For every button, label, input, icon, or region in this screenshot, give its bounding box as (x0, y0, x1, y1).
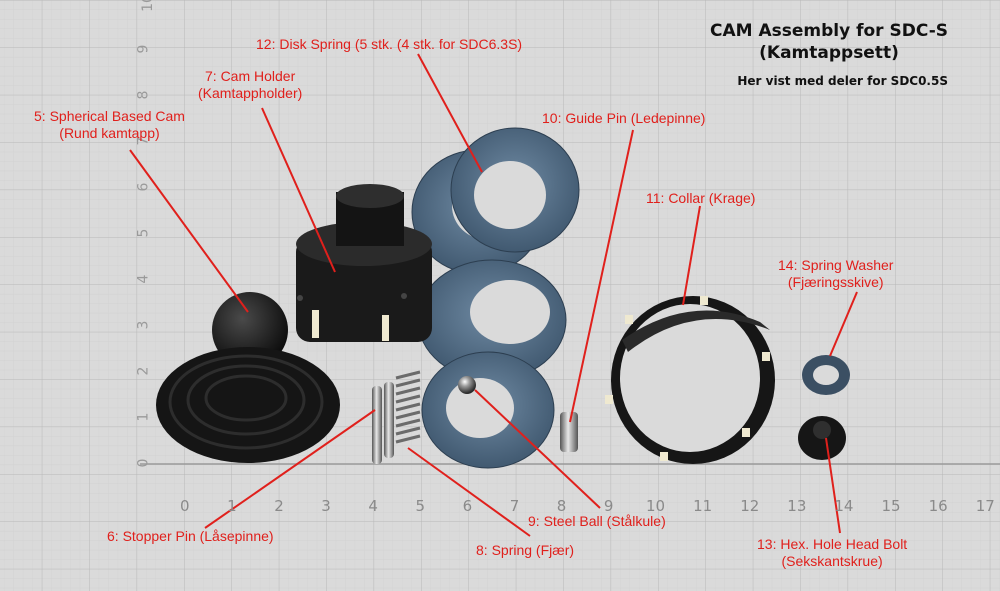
label-text: 8: Spring (Fjær) (476, 542, 575, 558)
ruler-tick-v: 4 (135, 274, 152, 284)
ruler-tick-h: 5 (415, 497, 426, 515)
label-spring-washer: 14: Spring Washer (Fjæringsskive) (778, 257, 893, 291)
label-guide-pin: 10: Guide Pin (Ledepinne) (542, 110, 705, 127)
collar-ring (605, 296, 775, 464)
label-collar: 11: Collar (Krage) (646, 190, 755, 207)
ruler-tick-h: 15 (881, 497, 901, 515)
ruler-tick-h: 6 (462, 497, 473, 515)
ruler-tick-v: 5 (135, 228, 152, 238)
label-text: (Sekskantskrue) (781, 553, 883, 569)
ruler-tick-h: 11 (693, 497, 713, 515)
label-text: 11: Collar (Krage) (646, 190, 756, 206)
ruler-tick-h: 1 (227, 497, 237, 515)
ruler-tick-v: 3 (135, 320, 152, 330)
label-stopper-pin: 6: Stopper Pin (Låsepinne) (107, 528, 274, 545)
title-line-1: CAM Assembly for SDC-S (710, 21, 948, 41)
ruler-tick-v: 6 (135, 182, 152, 192)
label-cam-holder: 7: Cam Holder (Kamtappholder) (198, 68, 302, 102)
label-spring: 8: Spring (Fjær) (476, 542, 574, 559)
ruler-tick-h: 2 (274, 497, 284, 515)
ruler-tick-h: 9 (603, 497, 614, 515)
leader-lines (129, 53, 858, 537)
ruler-tick-h: 0 (180, 497, 190, 515)
disk-spring-stack (411, 127, 580, 469)
ruler-tick-h: 8 (556, 497, 567, 515)
title-block: CAM Assembly for SDC-S (Kamtappsett) Her… (710, 20, 948, 88)
title-line-2: (Kamtappsett) (759, 43, 899, 63)
ruler-tick-v: 8 (135, 90, 152, 100)
guide-pin (560, 412, 578, 452)
label-text: (Fjæringsskive) (787, 274, 884, 290)
label-text: (Kamtappholder) (198, 85, 303, 101)
ruler-tick-h: 3 (321, 497, 331, 515)
spherical-cam (156, 292, 340, 463)
ruler-tick-h: 10 (646, 497, 666, 515)
ruler-tick-h: 4 (368, 497, 378, 515)
ruler-tick-h: 16 (928, 497, 948, 515)
steel-ball (458, 376, 476, 394)
label-text: 5: Spherical Based Cam (34, 108, 185, 124)
label-spherical-cam: 5: Spherical Based Cam (Rund kamtapp) (34, 108, 185, 142)
label-text: 10: Guide Pin (Ledepinne) (542, 110, 706, 126)
ruler-tick-v: 0 (135, 458, 152, 468)
ruler-tick-h: 14 (834, 497, 854, 515)
stopper-pins (372, 382, 394, 464)
label-hex-bolt: 13: Hex. Hole Head Bolt (Sekskantskrue) (757, 536, 907, 570)
ruler-tick-h: 13 (787, 497, 807, 515)
ruler-tick-v: 2 (135, 366, 152, 376)
subtitle: Her vist med deler for SDC0.5S (737, 74, 948, 88)
ruler-tick-h: 17 (975, 497, 995, 515)
ruler-tick-h: 7 (509, 497, 520, 515)
spring-washer (802, 355, 850, 395)
label-text: (Rund kamtapp) (59, 125, 160, 141)
label-text: 13: Hex. Hole Head Bolt (757, 536, 908, 552)
label-text: 6: Stopper Pin (Låsepinne) (107, 528, 274, 544)
ruler-tick-v: 9 (135, 44, 152, 54)
label-steel-ball: 9: Steel Ball (Stålkule) (528, 513, 666, 530)
label-text: 14: Spring Washer (778, 257, 894, 273)
label-text: 12: Disk Spring (5 stk. (4 stk. for SDC6… (256, 36, 523, 52)
cam-holder (296, 184, 432, 342)
label-text: 9: Steel Ball (Stålkule) (528, 513, 666, 529)
coil-spring (395, 370, 421, 444)
label-text: 7: Cam Holder (205, 68, 296, 84)
ruler-tick-v: 1 (135, 412, 152, 422)
hex-bolt (798, 416, 846, 460)
label-disk-spring: 12: Disk Spring (5 stk. (4 stk. for SDC6… (256, 36, 522, 53)
ruler-tick-v: 10 (139, 0, 156, 12)
ruler-tick-h: 12 (740, 497, 760, 515)
